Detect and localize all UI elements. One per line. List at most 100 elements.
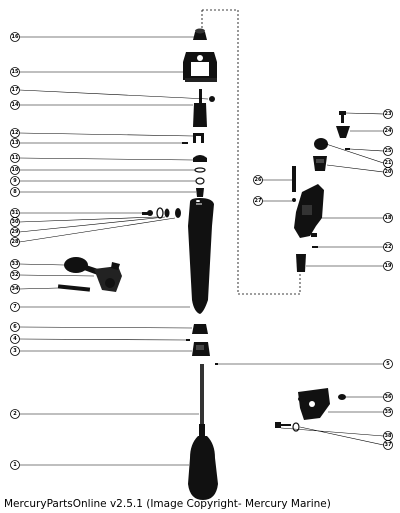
washer-30 [156, 207, 164, 219]
callout-markers: 1615171412131110983130292833323476432123… [10, 32, 393, 470]
callout-circle-22 [383, 242, 393, 252]
callout-number-31: 31 [12, 210, 19, 216]
callout-number-29: 29 [12, 229, 19, 235]
callout-number-26: 26 [255, 177, 262, 183]
callout-number-3: 3 [13, 348, 17, 354]
grip-handle-1 [188, 436, 218, 500]
bushing-19 [296, 254, 306, 272]
leader-line-11 [19, 157, 194, 161]
callout-circle-1 [10, 460, 20, 470]
washer-27 [292, 198, 296, 202]
leader-line-32 [19, 274, 95, 277]
clip-11 [193, 155, 207, 162]
callout-number-19: 19 [385, 263, 392, 269]
callout-circle-37 [383, 440, 393, 450]
callout-number-8: 8 [13, 189, 17, 195]
callout-number-18: 18 [385, 215, 392, 221]
pin-25 [345, 148, 350, 150]
plug-8 [196, 188, 204, 197]
leader-line-17 [19, 89, 209, 100]
callout-number-13: 13 [12, 140, 19, 146]
main-tube-7 [188, 198, 214, 314]
callout-number-20: 20 [385, 169, 392, 175]
washer-29 [164, 208, 170, 218]
washer-9 [195, 177, 205, 185]
pin-14 [193, 89, 207, 127]
housing-18 [294, 184, 324, 238]
cap-21 [314, 138, 328, 150]
leader-line-23 [345, 112, 384, 115]
callout-circle-4 [10, 334, 20, 344]
callout-circle-14 [10, 100, 20, 110]
callout-number-28: 28 [12, 239, 19, 245]
leader-lines [19, 36, 384, 466]
leader-line-4 [19, 338, 187, 341]
nut-6 [192, 324, 208, 334]
pin-22 [312, 246, 318, 248]
callout-circle-17 [10, 85, 20, 95]
bracket-12 [193, 133, 204, 143]
callout-number-34: 34 [12, 286, 19, 292]
callout-number-7: 7 [13, 304, 17, 310]
pin-34 [57, 284, 91, 292]
callout-circle-27 [253, 196, 263, 206]
pin-4 [186, 339, 190, 341]
callout-circle-23 [383, 109, 393, 119]
callout-number-27: 27 [255, 198, 262, 204]
callout-circle-12 [10, 128, 20, 138]
callout-number-17: 17 [12, 87, 19, 93]
leader-line-12 [19, 132, 194, 137]
callout-number-15: 15 [12, 69, 19, 75]
callout-number-32: 32 [12, 272, 19, 278]
leader-line-21 [325, 143, 384, 164]
leader-line-34 [19, 287, 59, 290]
small-bolt-17 [209, 96, 215, 102]
pin-13 [182, 142, 188, 144]
callout-circle-2 [10, 409, 20, 419]
callout-number-21: 21 [385, 160, 392, 166]
cap-part [193, 28, 207, 40]
callout-number-6: 6 [13, 324, 17, 330]
callout-circle-10 [10, 165, 20, 175]
washer-10 [194, 167, 206, 173]
callout-number-10: 10 [12, 167, 19, 173]
callout-number-38: 38 [385, 433, 392, 439]
callout-circle-34 [10, 284, 20, 294]
leader-line-33 [19, 263, 65, 266]
callout-circle-15 [10, 67, 20, 77]
callout-number-4: 4 [13, 336, 17, 342]
housing-top-part [183, 52, 217, 82]
callout-circle-33 [10, 259, 20, 269]
bolt-38 [275, 422, 291, 428]
callout-number-24: 24 [385, 128, 392, 134]
callout-number-22: 22 [385, 244, 392, 250]
callout-circle-16 [10, 32, 20, 42]
callout-circle-36 [383, 392, 393, 402]
callout-number-1: 1 [13, 462, 17, 468]
leader-line-30 [19, 216, 158, 223]
nut-36 [298, 394, 346, 402]
callout-number-12: 12 [12, 130, 19, 136]
footer-copyright: MercuryPartsOnline v2.5.1 (Image Copyrig… [4, 498, 331, 510]
callout-number-11: 11 [12, 155, 19, 161]
screw-26 [292, 166, 296, 192]
bolt-23 [339, 111, 346, 123]
callout-number-37: 37 [385, 442, 392, 448]
leader-line-38 [280, 427, 384, 437]
callout-circle-19 [383, 261, 393, 271]
leader-line-20 [326, 164, 384, 173]
callout-circle-24 [383, 126, 393, 136]
callout-number-30: 30 [12, 219, 19, 225]
callout-number-25: 25 [385, 148, 392, 154]
leader-line-6 [19, 326, 193, 329]
leader-line-28 [19, 217, 176, 243]
callout-circle-25 [383, 146, 393, 156]
washer-37 [292, 422, 300, 432]
callout-circle-18 [383, 213, 393, 223]
callout-circle-29 [10, 227, 20, 237]
pin-5 [215, 363, 218, 365]
callout-number-35: 35 [385, 409, 392, 415]
leader-line-37 [299, 426, 384, 446]
leader-line-25 [349, 148, 384, 152]
